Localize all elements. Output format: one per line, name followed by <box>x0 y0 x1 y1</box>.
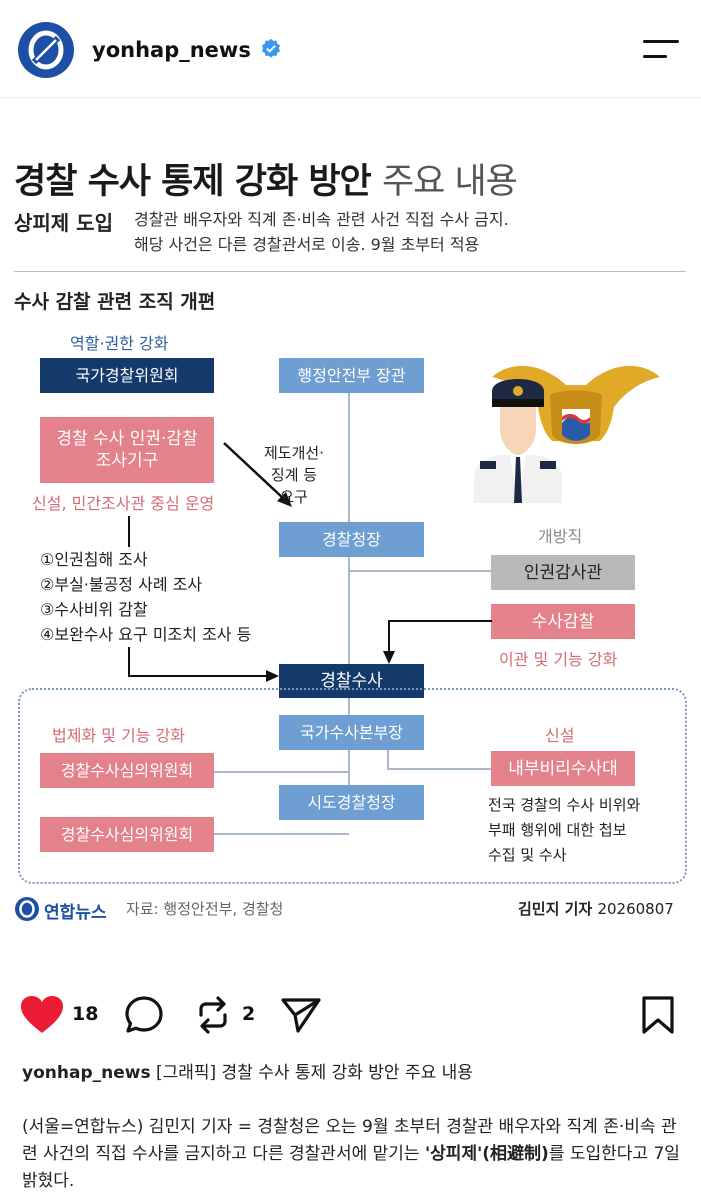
yonhap-news-logo: 연합뉴스 <box>14 894 119 924</box>
duties-line <box>128 675 270 677</box>
transfer-label: 이관 및 기능 강화 <box>499 650 618 669</box>
new-civil-label: 신설, 민간조사관 중심 운영 <box>32 494 215 513</box>
comment-icon[interactable] <box>124 995 164 1035</box>
verified-badge-icon <box>262 38 280 58</box>
provincial-chief-box: 시도경찰청장 <box>279 785 424 820</box>
avatar[interactable] <box>18 22 74 78</box>
share-send-icon[interactable] <box>280 995 322 1035</box>
connector <box>348 389 350 529</box>
arrow-down-icon <box>383 651 395 664</box>
repost-count[interactable]: 2 <box>242 1003 256 1025</box>
human-rights-body-box: 경찰 수사 인권·감찰 조사기구 <box>40 417 214 483</box>
investigation-zone <box>18 688 687 884</box>
policy-heading: 상피제 도입 <box>14 211 113 235</box>
commissioner-box: 경찰청장 <box>279 522 424 557</box>
connector <box>387 768 491 770</box>
arrow-note: 제도개선· 징계 등 요구 <box>264 444 324 506</box>
connector <box>213 771 349 773</box>
review-committee-box-2: 경찰수사심의위원회 <box>40 817 214 852</box>
reporter-credit: 김민지 기자 20260807 <box>518 900 674 918</box>
infographic-title: 경찰 수사 통제 강화 방안 주요 내용 <box>14 162 518 202</box>
audit-box: 수사감찰 <box>491 604 635 639</box>
post-body: (서울=연합뉴스) 김민지 기자 = 경찰청은 오는 9월 초부터 경찰관 배우… <box>22 1117 680 1191</box>
open-position-label: 개방직 <box>538 527 583 546</box>
role-label: 역할·권한 강화 <box>70 334 169 353</box>
source-text: 자료: 행정안전부, 경찰청 <box>126 900 284 918</box>
legal-label: 법제화 및 기능 강화 <box>52 726 186 745</box>
menu-icon[interactable] <box>643 38 681 64</box>
arrow-right-icon <box>266 670 279 682</box>
yonhap-logo-icon <box>19 23 73 77</box>
internal-corruption-unit-box: 내부비리수사대 <box>491 751 635 786</box>
policy-description: 경찰관 배우자와 직계 존·비속 관련 사건 직접 수사 금지. 해당 사건은 … <box>134 210 509 254</box>
caption-username[interactable]: yonhap_news <box>22 1063 151 1083</box>
audit-line <box>388 620 492 622</box>
yonhap-mini-logo-icon <box>15 897 39 921</box>
duties-list: ①인권침해 조사 ②부실·불공정 사례 조사 ③수사비위 감찰 ④보완수사 요구… <box>40 547 252 647</box>
arrow-diagonal-icon <box>223 442 292 507</box>
connector <box>348 570 492 572</box>
human-rights-inspector-box: 인권감사관 <box>491 555 635 590</box>
like-count[interactable]: 18 <box>72 1003 99 1025</box>
divider <box>14 271 686 272</box>
bookmark-icon[interactable] <box>640 995 676 1035</box>
connector <box>387 731 389 769</box>
nbi-box: 국가수사본부장 <box>279 715 424 750</box>
post-caption: yonhap_news [그래픽] 경찰 수사 통제 강화 방안 주요 내용 <box>22 1058 682 1083</box>
repost-icon[interactable] <box>193 995 233 1035</box>
police-commission-box: 국가경찰위원회 <box>40 358 214 393</box>
minister-box: 행정안전부 장관 <box>279 358 424 393</box>
new-label: 신설 <box>545 726 575 745</box>
police-officer-icon <box>474 365 660 503</box>
caption-text: [그래픽] 경찰 수사 통제 강화 방안 주요 내용 <box>155 1063 473 1083</box>
username[interactable]: yonhap_news <box>92 38 251 62</box>
connector <box>213 833 349 835</box>
like-heart-icon[interactable] <box>20 995 64 1035</box>
connector <box>348 554 350 666</box>
section-title: 수사 감찰 관련 조직 개편 <box>14 291 216 313</box>
review-committee-box: 경찰수사심의위원회 <box>40 753 214 788</box>
post-image: 경찰 수사 통제 강화 방안 주요 내용 상피제 도입 경찰관 배우자와 직계 … <box>0 99 701 979</box>
audit-line <box>388 620 390 656</box>
post-header: yonhap_news <box>0 0 701 98</box>
investigation-box: 경찰수사 <box>279 664 424 698</box>
internal-unit-description: 전국 경찰의 수사 비위와 부패 행위에 대한 첩보 수집 및 수사 <box>488 796 641 864</box>
